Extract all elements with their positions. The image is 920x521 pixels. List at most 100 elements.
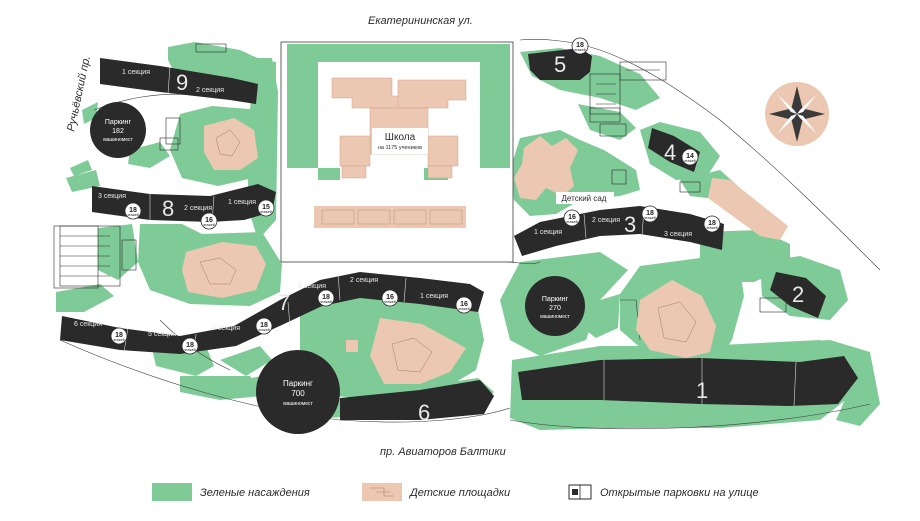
svg-text:16: 16 <box>568 214 576 221</box>
svg-text:15: 15 <box>262 204 270 211</box>
building-number-8: 8 <box>162 196 174 221</box>
svg-text:Паркинг: Паркинг <box>105 119 132 126</box>
building-number-5: 5 <box>554 52 566 77</box>
playground-1 <box>204 118 258 170</box>
playground-markings <box>199 129 697 373</box>
building-7 <box>60 272 484 354</box>
svg-text:1 секция: 1 секция <box>228 199 256 206</box>
parking-700: Паркинг 700 машиномест <box>256 350 340 434</box>
svg-text:182: 182 <box>112 128 124 135</box>
svg-text:2 секция: 2 секция <box>196 87 224 94</box>
svg-text:1 секция: 1 секция <box>420 293 448 300</box>
compass-rose-icon <box>765 82 829 146</box>
legend-green-label: Зеленые насаждения <box>200 487 310 499</box>
svg-text:этажей: этажей <box>184 348 196 352</box>
building-5 <box>528 48 592 80</box>
svg-text:этажей: этажей <box>203 223 215 227</box>
svg-text:4 секция: 4 секция <box>212 325 240 332</box>
svg-text:18: 18 <box>129 207 137 214</box>
school-label-box <box>372 128 428 154</box>
building-number-6: 6 <box>418 400 430 425</box>
building-number-4: 4 <box>664 140 676 165</box>
svg-text:этажей: этажей <box>320 300 332 304</box>
svg-text:18: 18 <box>576 42 584 49</box>
svg-text:3 секция: 3 секция <box>98 193 126 200</box>
svg-text:270: 270 <box>549 305 561 312</box>
building-6 <box>340 380 494 420</box>
svg-text:этажей: этажей <box>458 307 470 311</box>
svg-text:18: 18 <box>646 210 654 217</box>
svg-text:6 секция: 6 секция <box>74 321 102 328</box>
legend-parking-label: Открытые парковки на улице <box>600 487 759 499</box>
sportsground-markings <box>321 209 463 225</box>
svg-text:Паркинг: Паркинг <box>283 379 313 388</box>
svg-text:этажей: этажей <box>684 159 696 163</box>
svg-text:машиномест: машиномест <box>283 401 313 407</box>
playground-3 <box>370 318 466 384</box>
svg-text:этажей: этажей <box>384 300 396 304</box>
playground-4 <box>636 280 716 358</box>
building-2 <box>770 272 826 318</box>
kindergarten-label-box <box>556 192 614 204</box>
parking-270: Паркинг 270 машиномест <box>525 276 585 336</box>
legend-parking-icon <box>568 484 592 500</box>
building-number-7: 7 <box>278 290 290 315</box>
svg-text:18: 18 <box>115 332 123 339</box>
kindergarten-building <box>514 136 578 200</box>
svg-text:этажей: этажей <box>706 226 718 230</box>
svg-text:2 секция: 2 секция <box>184 205 212 212</box>
svg-text:2 секция: 2 секция <box>350 277 378 284</box>
street-north: Екатерининская ул. <box>368 15 473 27</box>
svg-text:18: 18 <box>708 220 716 227</box>
svg-text:1 секция: 1 секция <box>534 229 562 236</box>
school-subtitle: на 1175 учеников <box>378 145 422 151</box>
legend: Зеленые насаждения Детские площадки Откр… <box>152 483 759 501</box>
svg-text:14: 14 <box>686 153 694 160</box>
svg-text:16: 16 <box>460 301 468 308</box>
svg-text:этажей: этажей <box>260 210 272 214</box>
school-title: Школа <box>385 132 416 143</box>
svg-text:3 секция: 3 секция <box>664 231 692 238</box>
parking-stall-lines <box>60 69 660 277</box>
playground-5 <box>346 340 358 352</box>
playgrounds <box>182 118 716 384</box>
building-number-2: 2 <box>792 282 804 307</box>
parking-182: Паркинг 182 машиномест <box>90 102 146 158</box>
svg-text:700: 700 <box>291 389 305 398</box>
kindergarten-label: Детский сад <box>562 194 607 203</box>
svg-text:16: 16 <box>386 294 394 301</box>
school-building <box>331 77 467 179</box>
svg-text:18: 18 <box>186 342 194 349</box>
building-number-9: 9 <box>176 70 188 95</box>
svg-text:16: 16 <box>205 217 213 224</box>
svg-text:этажей: этажей <box>258 328 270 332</box>
svg-text:18: 18 <box>260 322 268 329</box>
svg-text:18: 18 <box>322 294 330 301</box>
svg-text:этажей: этажей <box>113 338 125 342</box>
street-south: пр. Авиаторов Балтики <box>380 446 506 458</box>
legend-playground-label: Детские площадки <box>408 487 510 499</box>
building-numbers: 9 5 4 8 3 7 2 6 1 <box>162 52 804 425</box>
legend-playground-marks <box>370 487 394 497</box>
svg-text:этажей: этажей <box>574 48 586 52</box>
section-labels: 1 секция 2 секция 3 секция 2 секция 1 се… <box>74 69 692 338</box>
svg-text:5 секция: 5 секция <box>148 331 176 338</box>
svg-text:этажей: этажей <box>127 213 139 217</box>
playground-2 <box>182 242 266 298</box>
svg-text:машиномест: машиномест <box>103 137 133 143</box>
svg-text:2 секция: 2 секция <box>592 217 620 224</box>
building-number-3: 3 <box>624 212 636 237</box>
svg-text:этажей: этажей <box>644 216 656 220</box>
